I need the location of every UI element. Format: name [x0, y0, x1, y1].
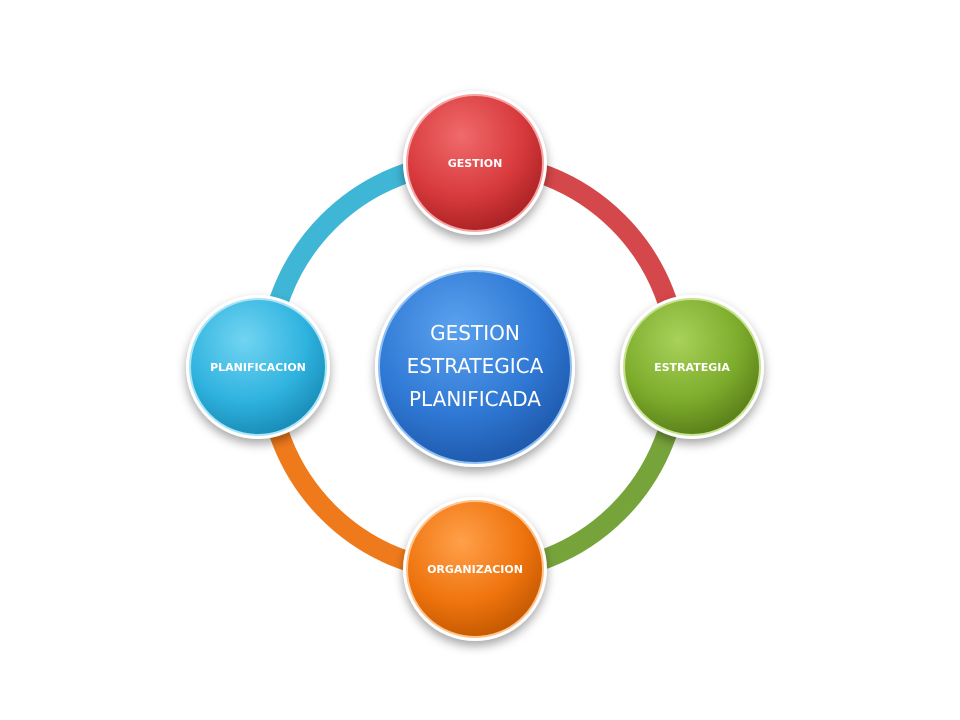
node-estrategia: ESTRATEGIA	[620, 295, 764, 439]
center-line-2: ESTRATEGICA	[407, 354, 544, 378]
center-line-3: PLANIFICADA	[409, 387, 541, 411]
node-planificacion: PLANIFICACION	[186, 295, 330, 439]
node-gestion: GESTION	[403, 91, 547, 235]
node-label-planificacion: PLANIFICACION	[210, 361, 306, 374]
center-node: GESTION ESTRATEGICA PLANIFICADA	[375, 267, 575, 467]
node-label-gestion: GESTION	[448, 157, 503, 170]
center-line-1: GESTION	[430, 321, 520, 345]
node-label-organizacion: ORGANIZACION	[427, 563, 523, 576]
node-label-estrategia: ESTRATEGIA	[654, 361, 730, 374]
node-organizacion: ORGANIZACION	[403, 497, 547, 641]
